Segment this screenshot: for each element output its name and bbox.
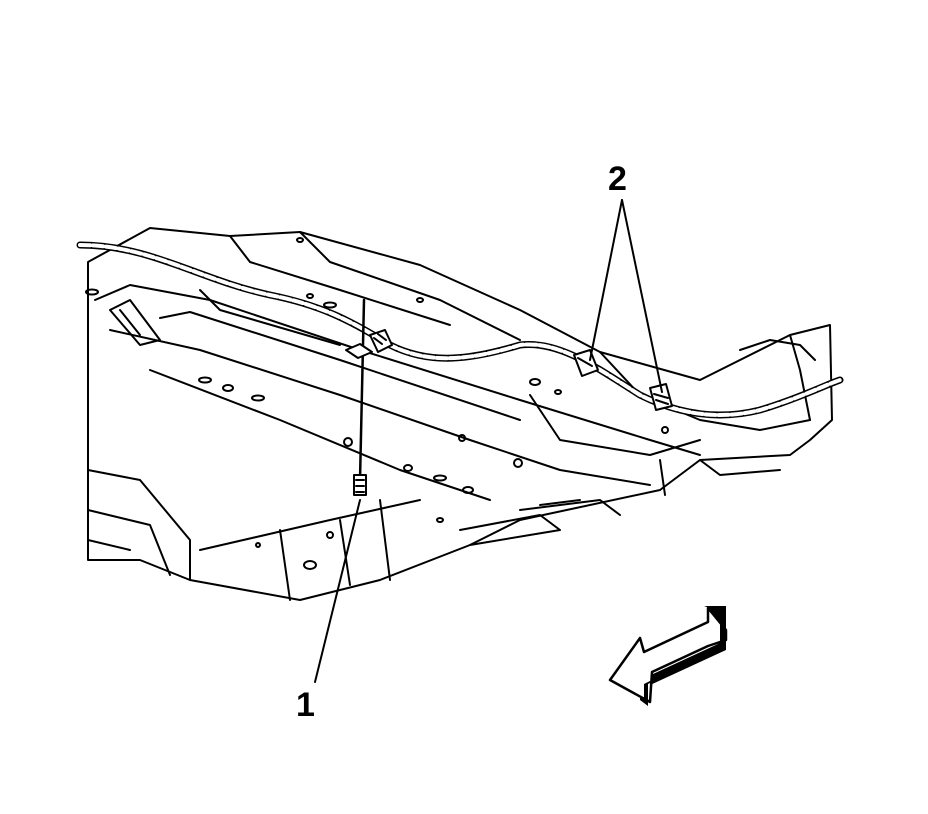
harness-clips: [573, 349, 673, 411]
callout-label-1: 1: [296, 686, 315, 724]
leader-lines: [314, 199, 663, 683]
front-direction-arrow-icon: [608, 606, 728, 706]
cable-rod: [345, 298, 373, 496]
wiring-harness: [76, 241, 844, 419]
floor-pan: [85, 227, 833, 601]
callout-label-2: 2: [608, 160, 627, 198]
